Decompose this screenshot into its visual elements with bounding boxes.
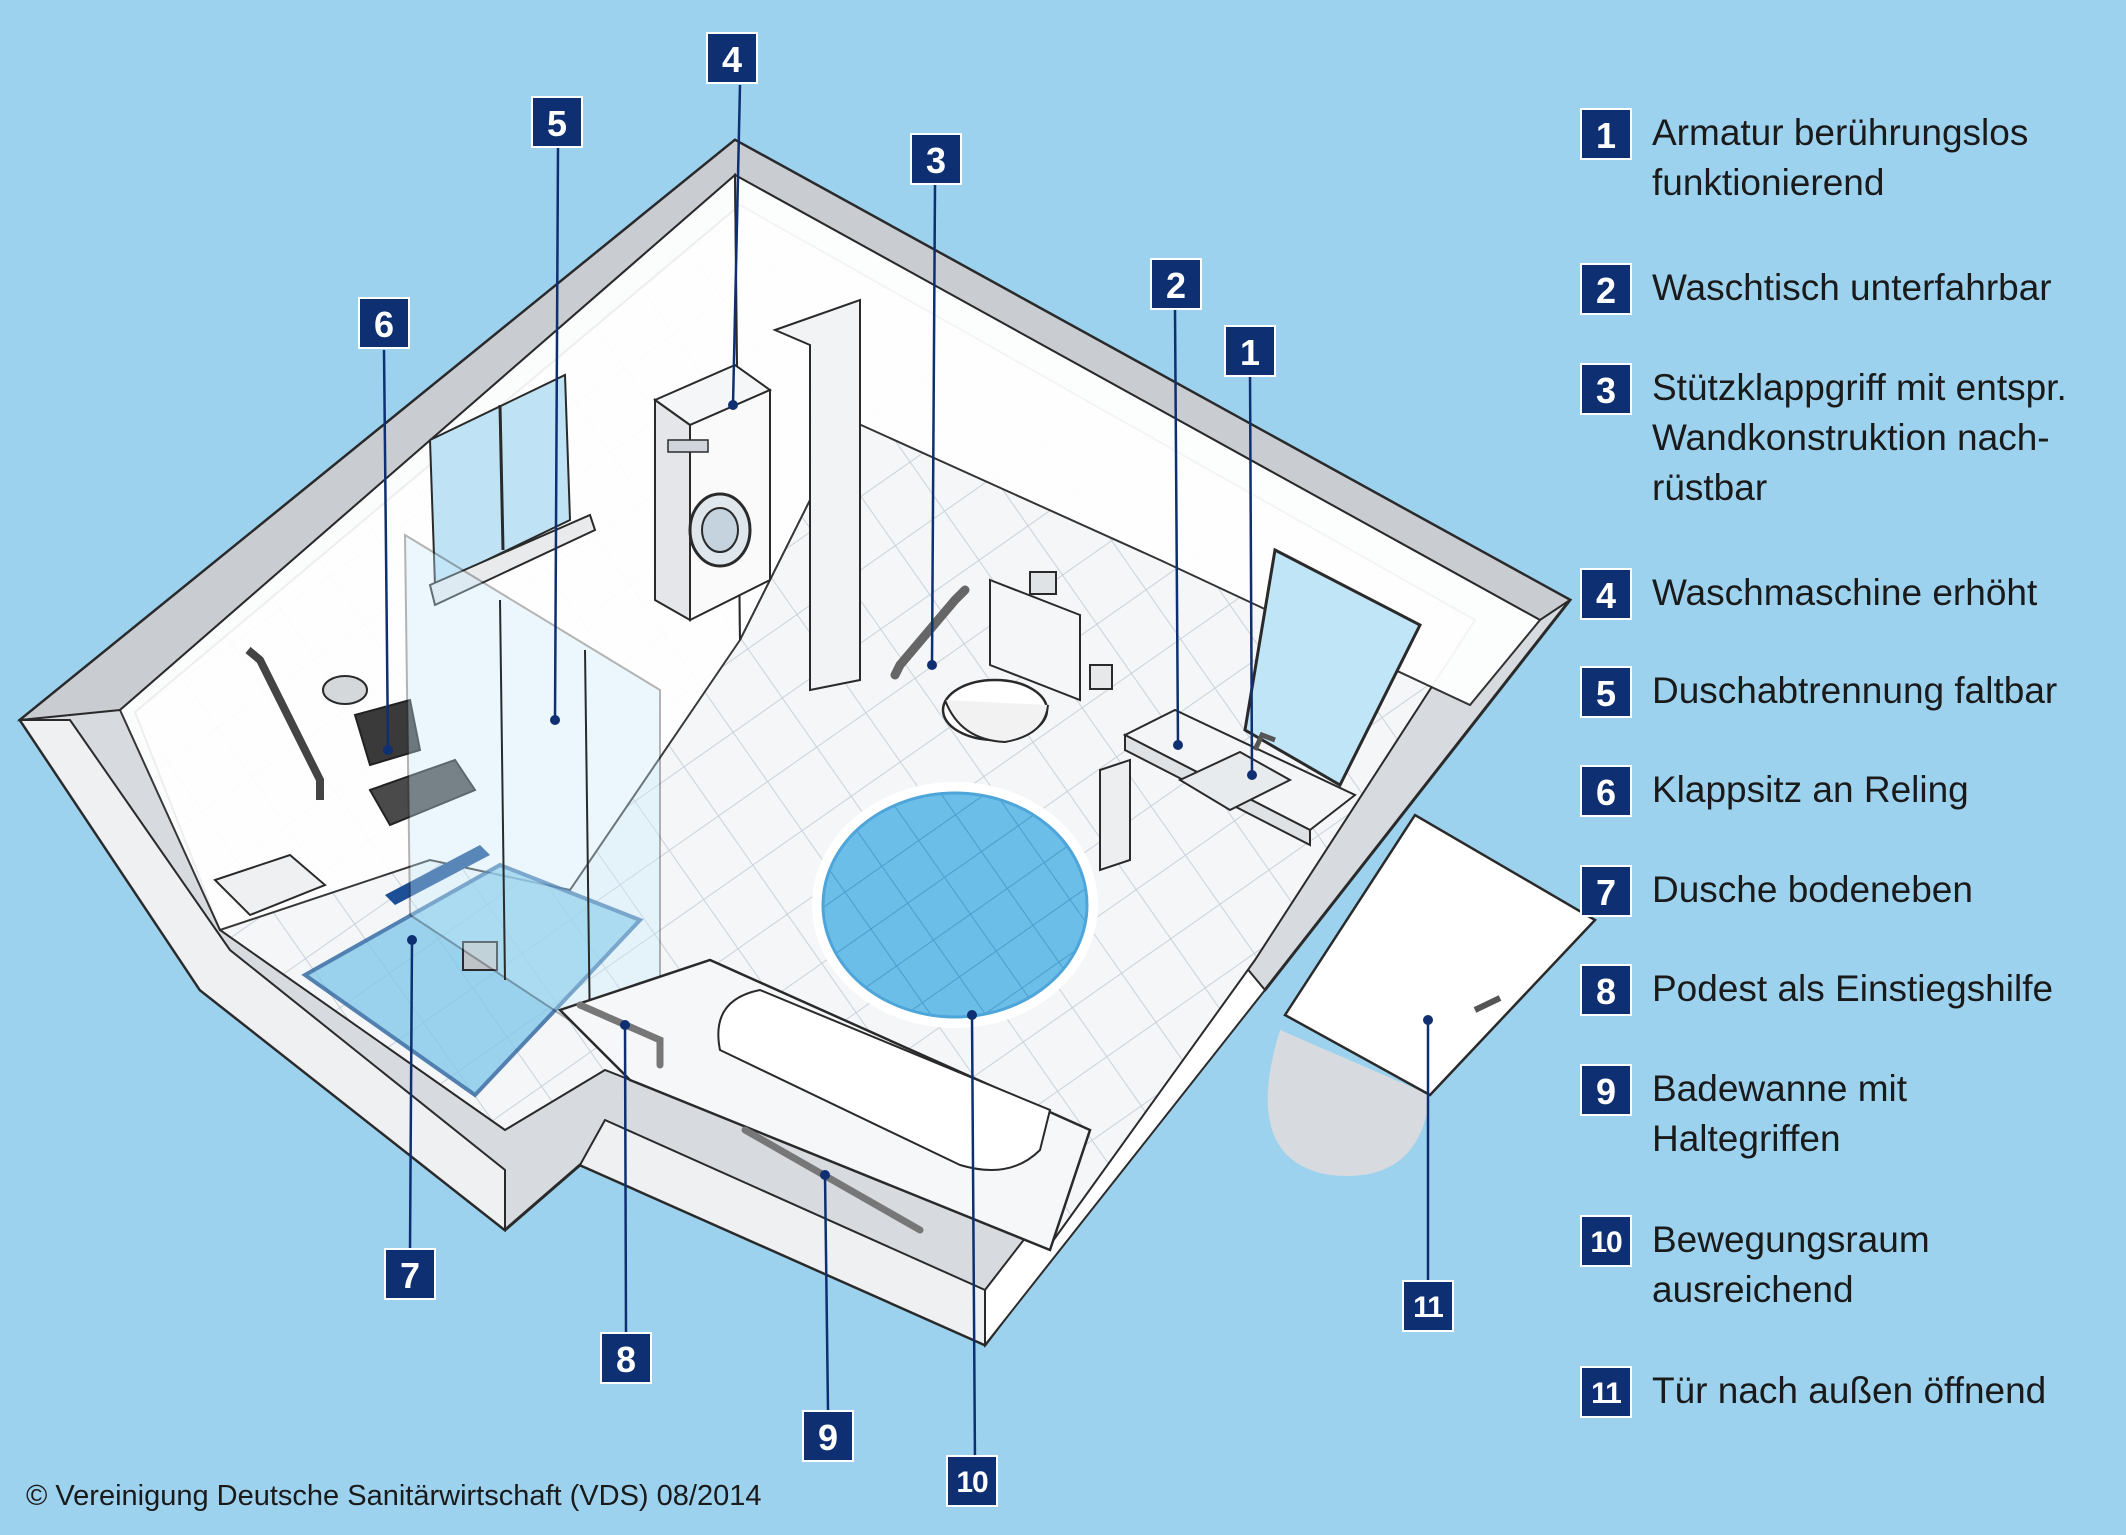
bathtub xyxy=(557,958,1092,1252)
callout-7: 7 xyxy=(384,1248,436,1300)
legend-badge-4: 4 xyxy=(1580,568,1632,620)
callout-6: 6 xyxy=(358,297,410,349)
back-right-wall xyxy=(733,173,1542,707)
legend-badge-8: 8 xyxy=(1580,964,1632,1016)
legend-text-11: Tür nach außen öffnend xyxy=(1652,1370,2047,1411)
legend-text-3: Stützklappgriff mit entspr.Wandkonstrukt… xyxy=(1652,367,2067,508)
callout-leader-lines xyxy=(382,84,1430,1466)
legend-text-2: Waschtisch unterfahrbar xyxy=(1652,267,2052,308)
shower-area xyxy=(213,533,661,1098)
legend-badge-5: 5 xyxy=(1580,666,1632,718)
legend-badge-6: 6 xyxy=(1580,765,1632,817)
legend-text-7: Dusche bodeneben xyxy=(1652,869,1973,910)
wall-column xyxy=(772,298,861,692)
door xyxy=(1267,813,1597,1176)
callout-1: 1 xyxy=(1224,325,1276,377)
washing-machine xyxy=(652,363,773,622)
legend-text-6: Klappsitz an Reling xyxy=(1652,769,1969,810)
toilet xyxy=(890,571,1113,744)
legend-text-4: Waschmaschine erhöht xyxy=(1652,572,2038,613)
legend-badge-7: 7 xyxy=(1580,865,1632,917)
callout-8: 8 xyxy=(600,1332,652,1384)
legend-badge-3: 3 xyxy=(1580,363,1632,415)
callout-3: 3 xyxy=(910,133,962,185)
callout-5: 5 xyxy=(531,96,583,148)
movement-area xyxy=(812,782,1098,1028)
callout-dots xyxy=(383,400,1433,1180)
legend-badge-2: 2 xyxy=(1580,263,1632,315)
callout-11: 11 xyxy=(1402,1280,1454,1332)
legend-badge-10: 10 xyxy=(1580,1215,1632,1267)
callout-9: 9 xyxy=(802,1410,854,1462)
callout-4: 4 xyxy=(706,32,758,84)
legend-badge-9: 9 xyxy=(1580,1064,1632,1116)
callout-10: 10 xyxy=(946,1455,998,1507)
legend-text-8: Podest als Einstiegshilfe xyxy=(1652,968,2054,1009)
washbasin xyxy=(1099,708,1357,872)
legend-text-5: Duschabtrennung faltbar xyxy=(1652,670,2058,711)
copyright-notice: © Vereinigung Deutsche Sanitärwirtschaft… xyxy=(26,1480,762,1512)
window xyxy=(428,373,597,607)
callout-2: 2 xyxy=(1150,258,1202,310)
legend-badge-11: 11 xyxy=(1580,1366,1632,1418)
mirror xyxy=(1243,547,1423,788)
legend-badge-1: 1 xyxy=(1580,108,1632,160)
